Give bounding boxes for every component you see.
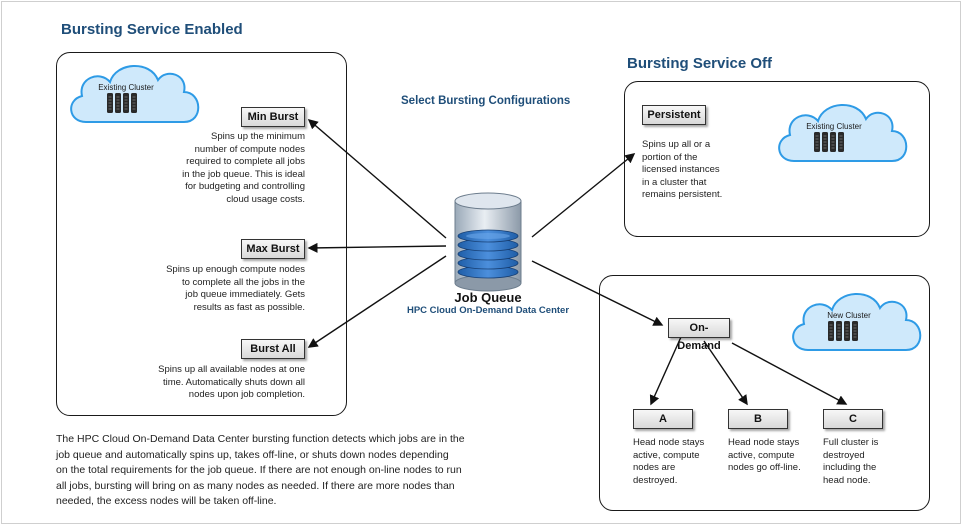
arrow-to-persistent [531, 153, 636, 238]
arrow-to-min-burst [307, 119, 447, 239]
arrow-to-on-demand [531, 260, 664, 326]
min-burst-box: Min Burst [241, 107, 305, 127]
option-a-description: Head node stays active, compute nodes ar… [633, 437, 705, 486]
option-c-description: Full cluster is destroyed including the … [823, 437, 879, 486]
on-demand-box: On-Demand [668, 318, 730, 352]
burst-all-description: Spins up all available nodes at one time… [158, 364, 305, 401]
job-queue-subtitle: HPC Cloud On-Demand Data Center [406, 305, 570, 316]
arrow-to-option-a [649, 336, 682, 406]
new-cluster-label: New Cluster [827, 311, 871, 320]
option-b-box: B [728, 409, 788, 429]
enabled-section-title: Bursting Service Enabled [61, 21, 243, 38]
max-burst-box: Max Burst [241, 239, 305, 259]
off-section-title: Bursting Service Off [627, 55, 773, 72]
arrow-to-option-b [703, 340, 748, 406]
existing-cluster-right-label: Existing Cluster [806, 122, 862, 131]
option-c-box: C [823, 409, 883, 429]
persistent-box: Persistent [642, 105, 706, 125]
job-queue-database-icon [454, 192, 522, 292]
existing-cluster-cloud-left-icon [70, 64, 200, 123]
option-a-box: A [633, 409, 693, 429]
arrow-to-max-burst [307, 242, 447, 253]
arrow-to-option-c [731, 342, 848, 405]
new-cluster-cloud-icon [792, 292, 922, 351]
select-configurations-label: Select Bursting Configurations [401, 95, 571, 107]
option-b-description: Head node stays active, compute nodes go… [728, 437, 801, 474]
max-burst-description: Spins up enough compute nodes to complet… [166, 264, 305, 313]
summary-paragraph: The HPC Cloud On-Demand Data Center burs… [56, 433, 465, 507]
persistent-description: Spins up all or a portion of the license… [642, 139, 723, 201]
min-burst-description: Spins up the minimum number of compute n… [182, 131, 305, 205]
job-queue-title: Job Queue [454, 290, 522, 305]
arrow-to-burst-all [307, 255, 447, 348]
existing-cluster-left-label: Existing Cluster [98, 83, 154, 92]
burst-all-box: Burst All [241, 339, 305, 359]
existing-cluster-cloud-right-icon [778, 103, 908, 162]
